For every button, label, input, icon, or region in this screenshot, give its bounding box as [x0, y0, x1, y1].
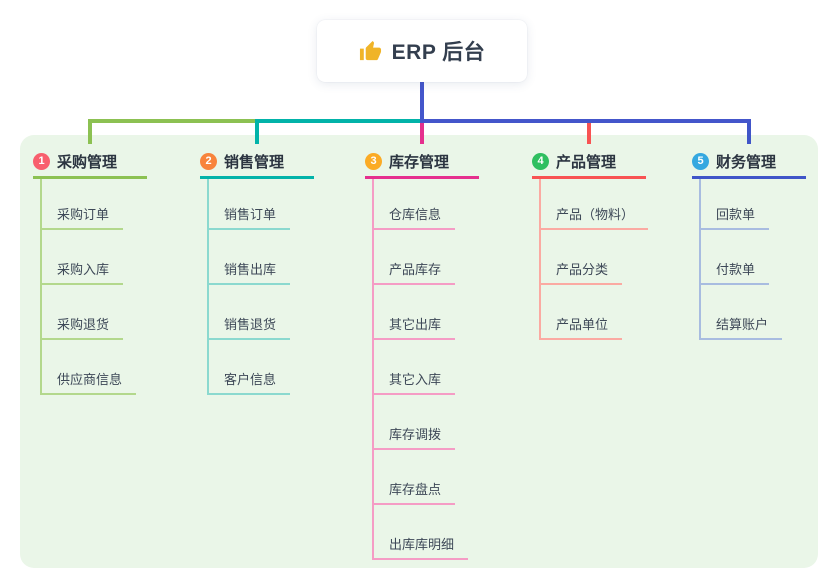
thumbs-up-icon: [359, 40, 382, 63]
child-node-label: 销售订单: [209, 204, 291, 230]
child-node-label: 产品分类: [541, 259, 623, 285]
branch-2: 2 销售管理 销售订单 销售出库 销售退货 客户信息: [200, 146, 314, 395]
child-node[interactable]: 仓库信息: [374, 179, 468, 230]
child-node-label: 其它出库: [374, 314, 456, 340]
branch-label: 产品管理: [556, 153, 617, 171]
branch-number-badge: 5: [692, 152, 709, 170]
child-node[interactable]: 产品分类: [541, 230, 648, 285]
branch-label: 销售管理: [224, 153, 285, 171]
child-node[interactable]: 客户信息: [209, 340, 291, 395]
branch-children: 回款单 付款单 结算账户: [699, 179, 783, 340]
branch-label: 库存管理: [389, 153, 450, 171]
child-node[interactable]: 出库库明细: [374, 505, 469, 560]
child-node[interactable]: 销售订单: [209, 179, 291, 230]
branch-children: 销售订单 销售出库 销售退货 客户信息: [207, 179, 291, 395]
child-node-label: 仓库信息: [374, 204, 456, 230]
child-node-label: 出库库明细: [374, 534, 469, 560]
child-node[interactable]: 采购入库: [42, 230, 136, 285]
branch-3: 3 库存管理 仓库信息 产品库存 其它出库 其它入库 库存调拨 库存盘点 出库库…: [365, 146, 479, 560]
child-node[interactable]: 采购退货: [42, 285, 136, 340]
branch-header[interactable]: 3 库存管理: [365, 146, 479, 179]
branch-header[interactable]: 1 采购管理: [33, 146, 147, 179]
child-node-label: 产品库存: [374, 259, 456, 285]
child-node[interactable]: 付款单: [701, 230, 782, 285]
branch-label: 财务管理: [716, 153, 777, 171]
child-node-label: 产品（物料）: [541, 204, 649, 230]
branch-children: 产品（物料） 产品分类 产品单位: [539, 179, 649, 340]
child-node-label: 采购订单: [42, 204, 124, 230]
child-node[interactable]: 库存盘点: [374, 450, 468, 505]
child-node-label: 采购退货: [42, 314, 124, 340]
branch-number-badge: 2: [200, 152, 217, 170]
root-label: ERP 后台: [391, 41, 486, 64]
child-node-label: 客户信息: [209, 369, 291, 395]
child-node[interactable]: 产品库存: [374, 230, 468, 285]
child-node[interactable]: 其它入库: [374, 340, 468, 395]
branch-5: 5 财务管理 回款单 付款单 结算账户: [692, 146, 806, 340]
child-node[interactable]: 回款单: [701, 179, 782, 230]
child-node-label: 库存调拨: [374, 424, 456, 450]
child-node[interactable]: 库存调拨: [374, 395, 468, 450]
child-node[interactable]: 供应商信息: [42, 340, 137, 395]
child-node-label: 其它入库: [374, 369, 456, 395]
child-node-label: 结算账户: [701, 314, 783, 340]
branch-1: 1 采购管理 采购订单 采购入库 采购退货 供应商信息: [33, 146, 147, 395]
branch-children: 采购订单 采购入库 采购退货 供应商信息: [40, 179, 137, 395]
child-node[interactable]: 结算账户: [701, 285, 783, 340]
canvas-panel: [20, 135, 818, 568]
child-node-label: 销售退货: [209, 314, 291, 340]
branch-number-badge: 1: [33, 152, 50, 170]
branch-header[interactable]: 2 销售管理: [200, 146, 314, 179]
branch-children: 仓库信息 产品库存 其它出库 其它入库 库存调拨 库存盘点 出库库明细: [372, 179, 469, 560]
child-node[interactable]: 采购订单: [42, 179, 136, 230]
child-node-label: 产品单位: [541, 314, 623, 340]
child-node-label: 付款单: [701, 259, 770, 285]
branch-header[interactable]: 4 产品管理: [532, 146, 646, 179]
branch-number-badge: 4: [532, 152, 549, 170]
child-node-label: 供应商信息: [42, 369, 137, 395]
child-node-label: 回款单: [701, 204, 770, 230]
child-node[interactable]: 产品单位: [541, 285, 648, 340]
child-node-label: 采购入库: [42, 259, 124, 285]
child-node-label: 库存盘点: [374, 479, 456, 505]
branch-number-badge: 3: [365, 152, 382, 170]
branch-header[interactable]: 5 财务管理: [692, 146, 806, 179]
child-node[interactable]: 销售退货: [209, 285, 291, 340]
child-node[interactable]: 产品（物料）: [541, 179, 649, 230]
child-node-label: 销售出库: [209, 259, 291, 285]
root-node[interactable]: ERP 后台: [317, 20, 527, 82]
child-node[interactable]: 销售出库: [209, 230, 291, 285]
branch-4: 4 产品管理 产品（物料） 产品分类 产品单位: [532, 146, 649, 340]
child-node[interactable]: 其它出库: [374, 285, 468, 340]
branch-label: 采购管理: [57, 153, 118, 171]
